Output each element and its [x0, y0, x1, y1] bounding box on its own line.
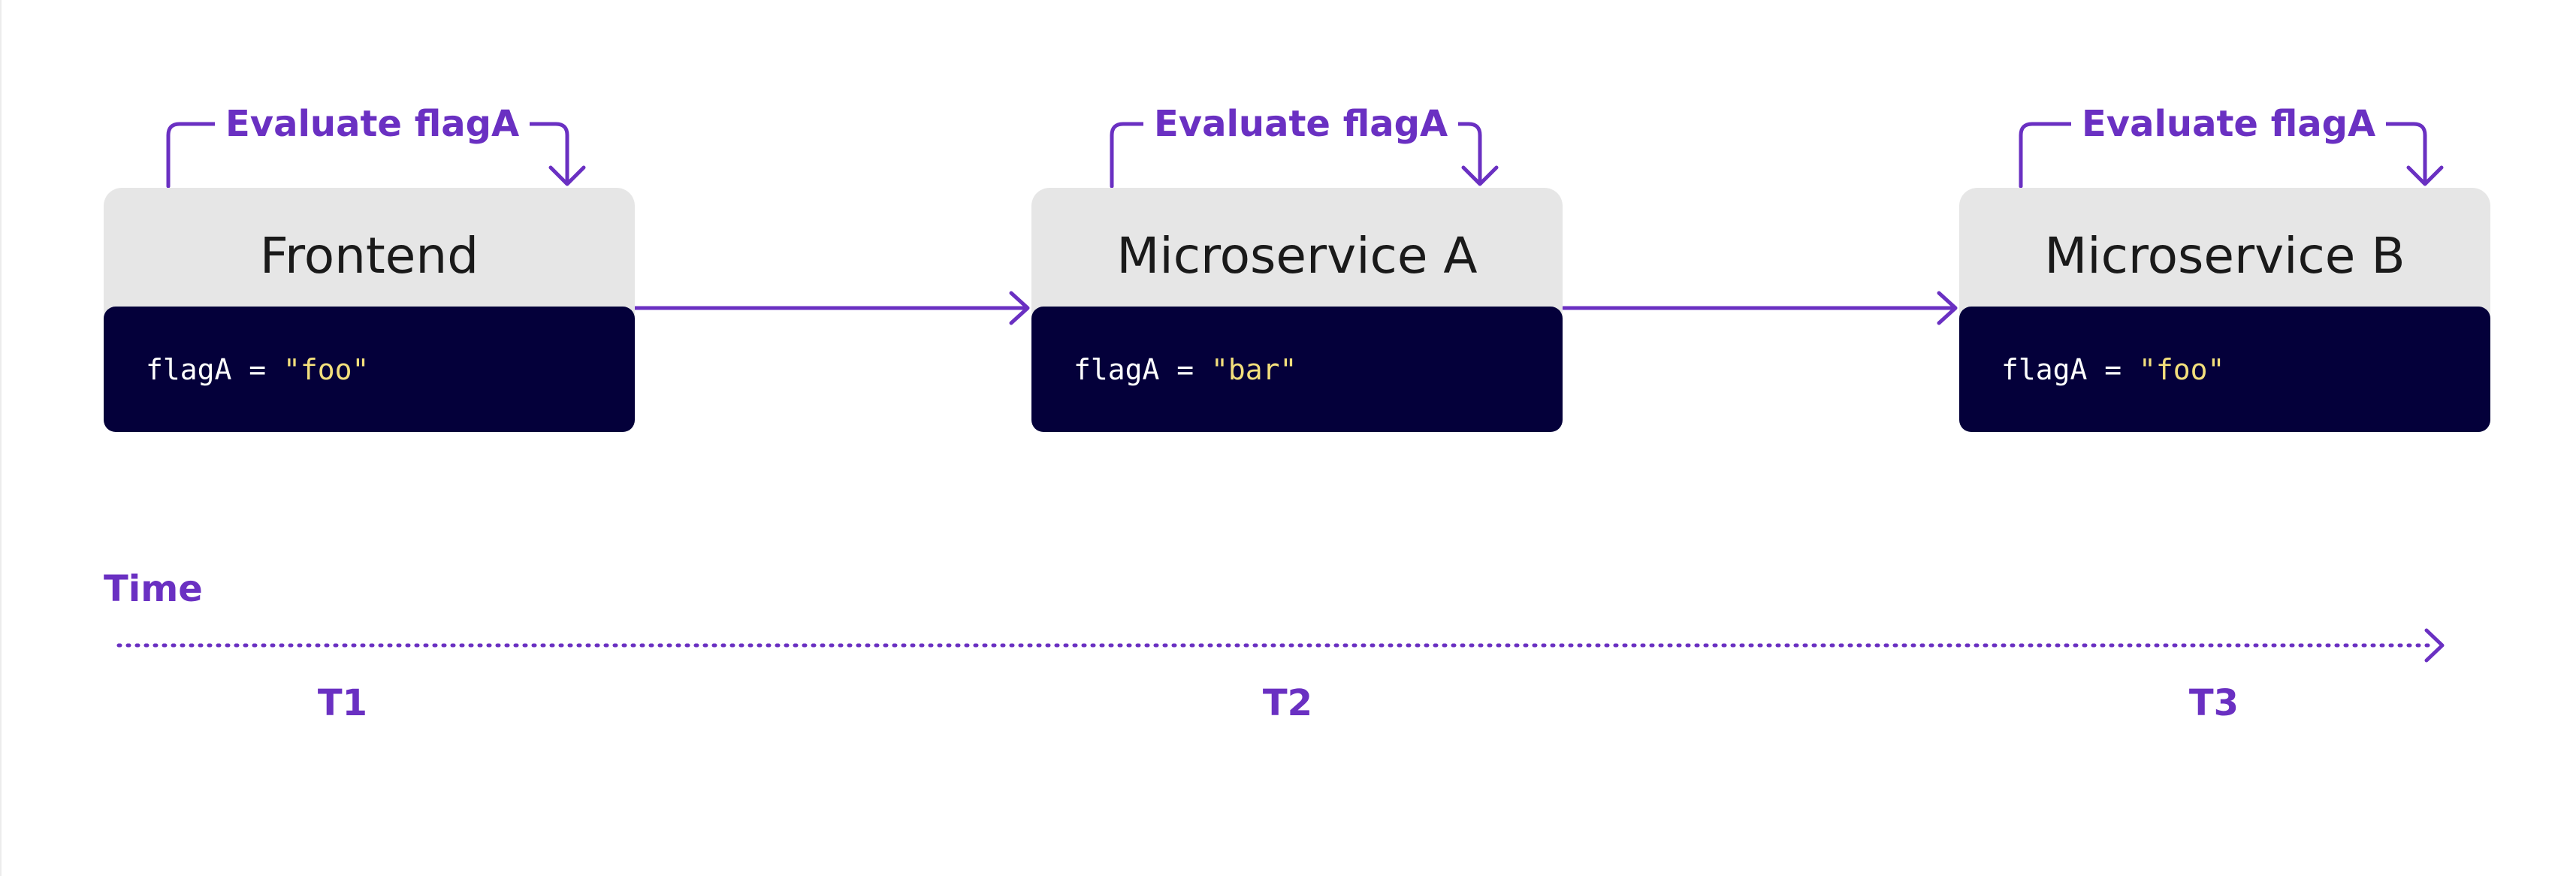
code-value: "foo": [2139, 352, 2225, 386]
evaluate-label: Evaluate flagA: [2071, 106, 2387, 142]
code-variable: flagA =: [2001, 352, 2140, 386]
service-title: Microservice B: [2044, 227, 2405, 285]
code-variable: flagA =: [146, 352, 284, 386]
service-title: Microservice A: [1116, 227, 1478, 285]
evaluate-loop-frontend-arrowhead: [548, 165, 586, 186]
code-block: flagA = "foo": [1959, 307, 2490, 432]
timeline-tick-t3: T3: [2188, 682, 2239, 724]
service-microservice-a: Microservice A flagA = "bar": [1031, 188, 1563, 432]
timeline-tick-t1: T1: [317, 682, 368, 724]
timeline-tick-t2: T2: [1262, 682, 1313, 724]
service-frontend: Frontend flagA = "foo": [104, 188, 635, 432]
evaluate-label: Evaluate flagA: [1143, 106, 1459, 142]
timeline-arrowhead: [2424, 628, 2445, 663]
timeline-label: Time: [104, 568, 203, 610]
service-title: Frontend: [259, 227, 479, 285]
code-block: flagA = "bar": [1031, 307, 1563, 432]
evaluate-loop-microservice-b-arrowhead: [2406, 165, 2444, 186]
code-value: "bar": [1211, 352, 1297, 386]
code-block: flagA = "foo": [104, 307, 635, 432]
evaluate-loop-microservice-a-arrowhead: [1461, 165, 1499, 186]
canvas-left-border: [0, 0, 2, 876]
code-variable: flagA =: [1074, 352, 1212, 386]
service-microservice-b: Microservice B flagA = "foo": [1959, 188, 2490, 432]
code-value: "foo": [283, 352, 370, 386]
evaluate-label: Evaluate flagA: [215, 106, 530, 142]
flow-arrow-a-to-b-head: [1937, 291, 1958, 325]
flow-arrow-frontend-to-a-head: [1009, 291, 1030, 325]
